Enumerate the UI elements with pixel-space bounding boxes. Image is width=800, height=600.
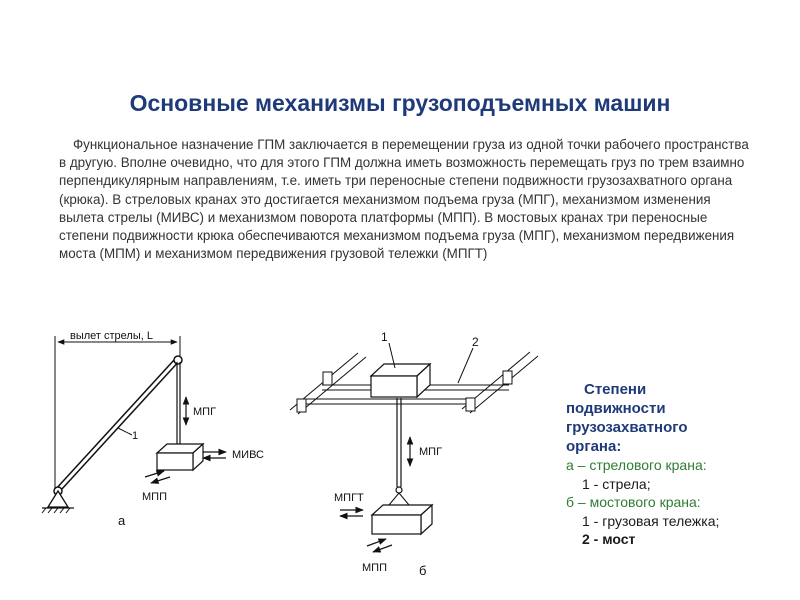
legend-a-item: 1 - стрела;	[582, 475, 651, 492]
hook-b	[395, 486, 403, 494]
bridge-leader	[457, 347, 474, 384]
sling-right	[398, 492, 410, 506]
legend-heading-4: органа:	[566, 438, 622, 455]
legend-heading-2: подвижности	[566, 400, 666, 417]
sling-left	[388, 492, 400, 506]
legend-b-item-1: 1 - грузовая тележка;	[582, 512, 720, 529]
pivot-support	[46, 489, 70, 508]
mpp-label-b: МПП	[362, 562, 387, 574]
boom-tip-sheave	[173, 355, 183, 365]
trolley-leader	[388, 342, 396, 369]
jib-crane-diagram: вылет стрелы, L 1 МПГ МИВС	[41, 330, 264, 528]
legend-heading-3: грузозахватного	[566, 419, 688, 436]
mpp-arrow-a1	[144, 470, 165, 478]
boom-leader	[117, 427, 133, 436]
mpp-arrow-a2	[150, 476, 171, 484]
mpg-label-b: МПГ	[419, 446, 442, 458]
intro-text: Функциональное назначение ГПМ заключаетс…	[59, 137, 749, 262]
mpgt-label: МПГТ	[334, 492, 364, 504]
legend-heading-1: Степени	[584, 381, 647, 398]
load-b-front	[371, 514, 422, 535]
end-carriage-bl	[322, 371, 333, 386]
intro-paragraph: Функциональное назначение ГПМ заключаетс…	[59, 136, 749, 263]
mpp-label-a: МПП	[142, 491, 167, 503]
mpg-label-a: МПГ	[193, 406, 216, 418]
legend-panel: Степени подвижности грузозахватного орга…	[566, 380, 786, 549]
mpp-arrow-b1	[366, 538, 387, 547]
boom-inner	[56, 357, 180, 492]
boom-number: 1	[132, 430, 138, 442]
load-front	[156, 452, 194, 471]
bridge-crane-diagram: 1 2 МПГ МПГТ МПП б	[289, 330, 539, 578]
reach-label: вылет стрелы, L	[70, 330, 153, 342]
caption-a: а	[118, 513, 126, 528]
end-carriage-fl	[296, 398, 307, 413]
trolley-number: 1	[381, 330, 388, 344]
page-title: Основные механизмы грузоподъемных машин	[129, 90, 671, 116]
legend-b-line: б – мостового крана:	[566, 494, 701, 510]
ground-hatch	[41, 507, 71, 514]
trolley-front	[370, 375, 418, 398]
mivs-label: МИВС	[232, 449, 264, 461]
bridge-number: 2	[472, 335, 479, 349]
end-carriage-br	[502, 370, 513, 385]
legend-b-item-2: 2 - мост	[582, 531, 636, 547]
legend-a-line: а – стрелового крана:	[566, 457, 707, 473]
mpp-arrow-b2	[372, 544, 393, 553]
caption-b: б	[419, 563, 426, 578]
end-carriage-fr	[465, 397, 476, 412]
